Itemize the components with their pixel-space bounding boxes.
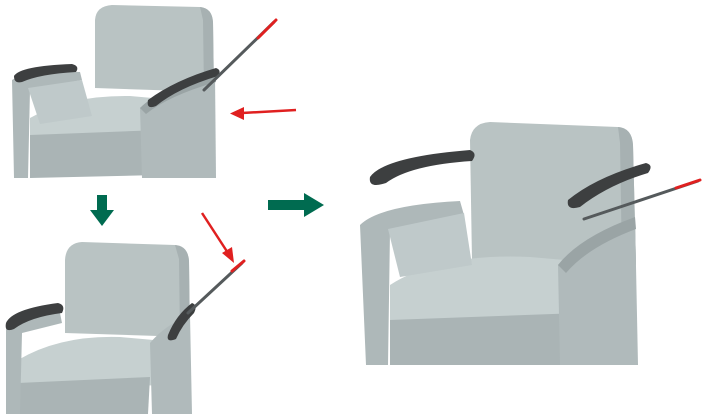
right-arm-cap xyxy=(147,68,220,108)
right-arm-cap xyxy=(567,163,651,209)
left-arm-cap xyxy=(5,303,64,331)
right-arm xyxy=(150,315,192,414)
down-flow-arrow xyxy=(90,195,114,227)
left-arm xyxy=(360,201,464,365)
chair-back xyxy=(65,242,190,337)
chair-back xyxy=(95,5,214,92)
chair-seat xyxy=(390,256,600,329)
arrow-down-icon xyxy=(90,195,114,226)
right-flow-arrow xyxy=(268,193,324,217)
step1-panel xyxy=(0,0,300,185)
left-arm-cap xyxy=(369,150,475,185)
chair-seat xyxy=(18,336,165,391)
step1-pointer-arrow xyxy=(230,107,297,120)
step1-chair-illustration xyxy=(12,5,297,178)
step2-pointer-arrow xyxy=(200,212,234,263)
step2-chair-illustration xyxy=(5,212,246,414)
result-chair-illustration xyxy=(360,122,702,365)
step2-panel xyxy=(0,205,260,414)
chair-back xyxy=(470,122,636,265)
left-arm xyxy=(6,313,62,414)
arrow-right-icon xyxy=(268,193,324,217)
result-panel xyxy=(360,115,714,370)
left-arm-cap xyxy=(14,64,78,83)
left-arm xyxy=(12,71,82,178)
